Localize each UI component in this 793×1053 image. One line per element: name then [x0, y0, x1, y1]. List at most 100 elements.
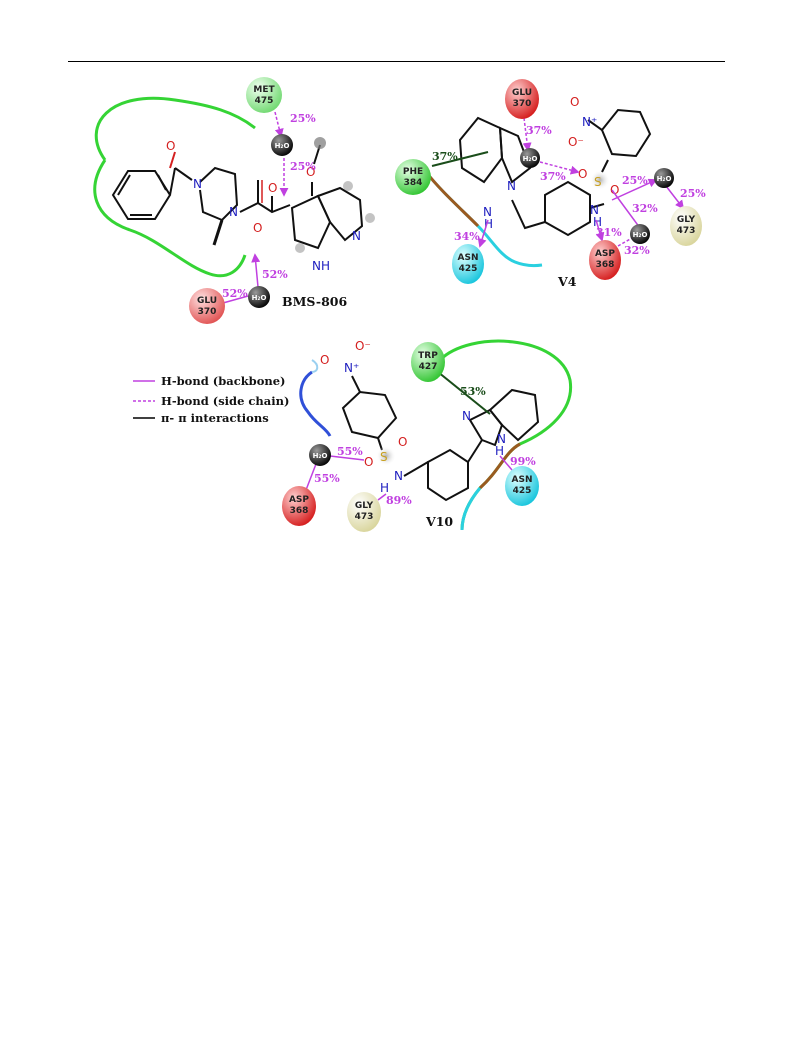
- atom-n-label: N: [462, 409, 471, 423]
- svg-text:ASP: ASP: [289, 495, 309, 505]
- residue-trp-427: TRP 427: [411, 342, 445, 382]
- panel-bms-806: O N N O O N NH O 25% 25: [93, 77, 375, 324]
- atom-o-label: O: [610, 183, 619, 197]
- residue-asp-368: ASP 368: [282, 486, 316, 526]
- svg-text:H₂O: H₂O: [275, 142, 290, 150]
- svg-text:368: 368: [596, 260, 615, 270]
- percent-label: 52%: [262, 268, 288, 281]
- svg-text:GLU: GLU: [512, 88, 532, 98]
- water-molecule: H₂O: [520, 148, 540, 168]
- percent-label: 89%: [386, 494, 412, 507]
- atom-n-label: N: [497, 432, 506, 446]
- svg-text:370: 370: [513, 99, 532, 109]
- percent-label: 52%: [222, 287, 248, 300]
- molecule-label-v10: V10: [425, 514, 453, 529]
- svg-text:473: 473: [677, 226, 696, 236]
- pocket-curve: [299, 370, 332, 437]
- percent-label: 99%: [510, 455, 536, 468]
- svg-text:ASP: ASP: [595, 249, 615, 259]
- svg-text:ASN: ASN: [512, 475, 533, 485]
- percent-label: 31%: [596, 226, 622, 239]
- atom-nh-label: N: [394, 469, 403, 483]
- interaction-figure: O N N O O N NH O 25% 25: [93, 77, 706, 532]
- phenyl-ring: [427, 448, 469, 502]
- atom-o-label: O: [320, 353, 329, 367]
- nitrophenyl-ring: [600, 108, 652, 158]
- svg-text:H₂O: H₂O: [657, 175, 672, 183]
- atom-o-label: O: [253, 221, 262, 235]
- atom-s-label: S: [380, 450, 388, 464]
- atom-o-minus-label: O⁻: [355, 339, 371, 353]
- atom-o-label: O: [570, 95, 579, 109]
- atom-s-label: S: [594, 175, 602, 189]
- atom-o-label: O: [268, 181, 277, 195]
- svg-text:425: 425: [459, 264, 478, 274]
- atom-o-label: O: [578, 167, 587, 181]
- panel-v10: H-bond (backbone) H-bond (side chain) π-…: [133, 339, 573, 532]
- atom-n-label: N: [352, 229, 361, 243]
- molecule-label-v4: V4: [557, 274, 577, 289]
- residue-asp-368: ASP 368: [589, 240, 621, 280]
- molecule-label-bms-806: BMS-806: [282, 294, 347, 309]
- svg-text:GLY: GLY: [677, 215, 696, 225]
- percent-label: 37%: [526, 124, 552, 137]
- atom-n-plus-label: N⁺: [582, 115, 597, 129]
- pocket-outline: [93, 96, 256, 278]
- svg-text:370: 370: [198, 307, 217, 317]
- residue-asn-425: ASN 425: [452, 244, 484, 284]
- svg-text:H₂O: H₂O: [313, 452, 328, 460]
- percent-label: 32%: [624, 244, 650, 257]
- atom-h-label: H: [484, 217, 493, 231]
- water-molecule: H₂O: [248, 286, 270, 308]
- nitrophenyl-ring: [341, 390, 398, 440]
- piperazine-ring: [199, 166, 239, 222]
- water-molecule: H₂O: [271, 134, 293, 156]
- water-molecule: H₂O: [630, 224, 650, 244]
- atom-h-label: H: [495, 444, 504, 458]
- svg-text:ASN: ASN: [458, 253, 479, 263]
- atom-n-label: N: [193, 177, 202, 191]
- benzimidazole-ring: [458, 116, 532, 184]
- svg-text:H₂O: H₂O: [523, 155, 538, 163]
- svg-text:425: 425: [513, 486, 532, 496]
- svg-text:368: 368: [290, 506, 309, 516]
- atom-n-label: N: [507, 179, 516, 193]
- svg-text:473: 473: [355, 512, 374, 522]
- atom-n-label: N: [229, 205, 238, 219]
- legend-item: H-bond (side chain): [161, 394, 289, 408]
- svg-text:H₂O: H₂O: [633, 231, 648, 239]
- svg-text:GLU: GLU: [197, 296, 217, 306]
- residue-glu-370: GLU 370: [189, 288, 225, 324]
- water-molecule: H₂O: [654, 168, 674, 188]
- svg-text:427: 427: [419, 362, 438, 372]
- legend: H-bond (backbone) H-bond (side chain) π-…: [133, 374, 289, 425]
- percent-label: 53%: [460, 385, 486, 398]
- percent-label: 34%: [454, 230, 480, 243]
- phenyl-ring: [544, 180, 591, 237]
- azaindole-ring: [290, 186, 364, 250]
- water-molecule: H₂O: [309, 444, 331, 466]
- percent-label: 32%: [632, 202, 658, 215]
- svg-text:384: 384: [404, 178, 423, 188]
- percent-label: 25%: [290, 160, 316, 173]
- atom-n-label: N: [483, 205, 492, 219]
- percent-label: 25%: [622, 174, 648, 187]
- percent-label: 37%: [540, 170, 566, 183]
- residue-phe-384: PHE 384: [395, 159, 431, 195]
- residue-met-475: MET 475: [246, 77, 282, 113]
- atom-h-label: H: [593, 215, 602, 229]
- residue-gly-473: GLY 473: [347, 492, 381, 532]
- atom-o-label: O: [398, 435, 407, 449]
- svg-text:H₂O: H₂O: [252, 294, 267, 302]
- percent-label: 55%: [337, 445, 363, 458]
- benzoyl-ring: [111, 170, 172, 220]
- residue-glu-370: GLU 370: [505, 79, 539, 119]
- percent-label: 37%: [432, 150, 458, 163]
- svg-text:PHE: PHE: [403, 167, 423, 177]
- atom-n-plus-label: N⁺: [344, 361, 359, 375]
- atom-nh-label: N: [590, 203, 599, 217]
- atom-o-minus-label: O⁻: [568, 135, 584, 149]
- percent-label: 25%: [290, 112, 316, 125]
- atom-o-label: O: [306, 165, 315, 179]
- residue-asn-425: ASN 425: [505, 466, 539, 506]
